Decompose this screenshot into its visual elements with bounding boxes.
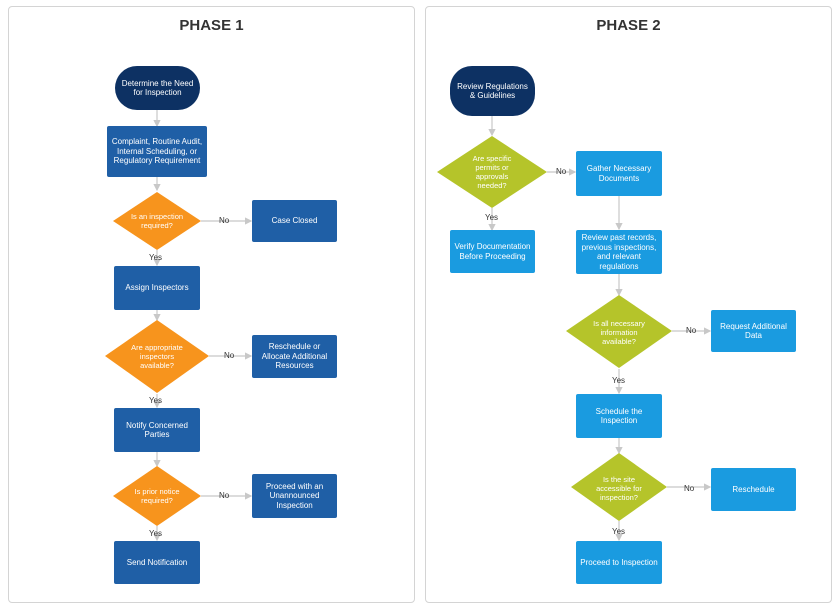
phase2-title: PHASE 2 — [596, 17, 661, 34]
assign-inspectors-box: Assign Inspectors — [114, 266, 200, 310]
unannounced-box: Proceed with an Unannounced Inspection — [252, 474, 337, 518]
notify-parties-box: Notify Concerned Parties — [114, 408, 200, 452]
send-notification-box: Send Notification — [114, 541, 200, 584]
phase1-panel: PHASE 1 — [8, 6, 415, 603]
no-label: No — [224, 351, 235, 360]
yes-label: Yes — [485, 213, 499, 222]
reschedule-allocate-box: Reschedule or Allocate Additional Resour… — [252, 335, 337, 378]
verify-documentation-box: Verify Documentation Before Proceeding — [450, 230, 535, 273]
no-label: No — [684, 484, 695, 493]
decision-permits-label: Are specific permits or approvals needed… — [472, 154, 512, 190]
decision-required-label: Is an inspection required? — [130, 212, 184, 230]
yes-label: Yes — [149, 253, 163, 262]
reschedule-box: Reschedule — [711, 468, 796, 511]
no-label: No — [556, 167, 567, 176]
yes-label: Yes — [612, 527, 626, 536]
decision-prior-label: Is prior notice required? — [134, 487, 180, 505]
phase1-title: PHASE 1 — [179, 17, 244, 34]
decision-info-available — [566, 295, 672, 368]
proceed-inspection-box: Proceed to Inspection — [576, 541, 662, 584]
case-closed-box: Case Closed — [252, 200, 337, 242]
decision-site-label: Is the site accessible for inspection? — [596, 474, 642, 502]
start-determine-need: Determine the Need for Inspection — [115, 66, 200, 110]
yes-label: Yes — [149, 529, 163, 538]
decision-available-label: Are appropriate inspectors available? — [131, 342, 183, 370]
request-data-box: Request Additional Data — [711, 310, 796, 352]
yes-label: Yes — [149, 396, 163, 405]
no-label: No — [219, 216, 230, 225]
no-label: No — [219, 491, 230, 500]
review-records-box: Review past records, previous inspection… — [576, 230, 662, 274]
start-review-regulations: Review Regulations & Guidelines — [450, 66, 535, 116]
decision-site-accessible — [571, 453, 667, 521]
complaint-box: Complaint, Routine Audit, Internal Sched… — [107, 126, 207, 177]
yes-label: Yes — [612, 376, 626, 385]
schedule-inspection-box: Schedule the Inspection — [576, 394, 662, 438]
decision-permits-needed — [437, 136, 547, 208]
decision-prior-notice — [113, 466, 201, 526]
no-label: No — [686, 326, 697, 335]
decision-inspection-required — [113, 192, 201, 250]
decision-info-label: Is all necessary information available? — [593, 318, 645, 346]
decision-inspectors-available — [105, 320, 209, 393]
gather-documents-box: Gather Necessary Documents — [576, 151, 662, 196]
